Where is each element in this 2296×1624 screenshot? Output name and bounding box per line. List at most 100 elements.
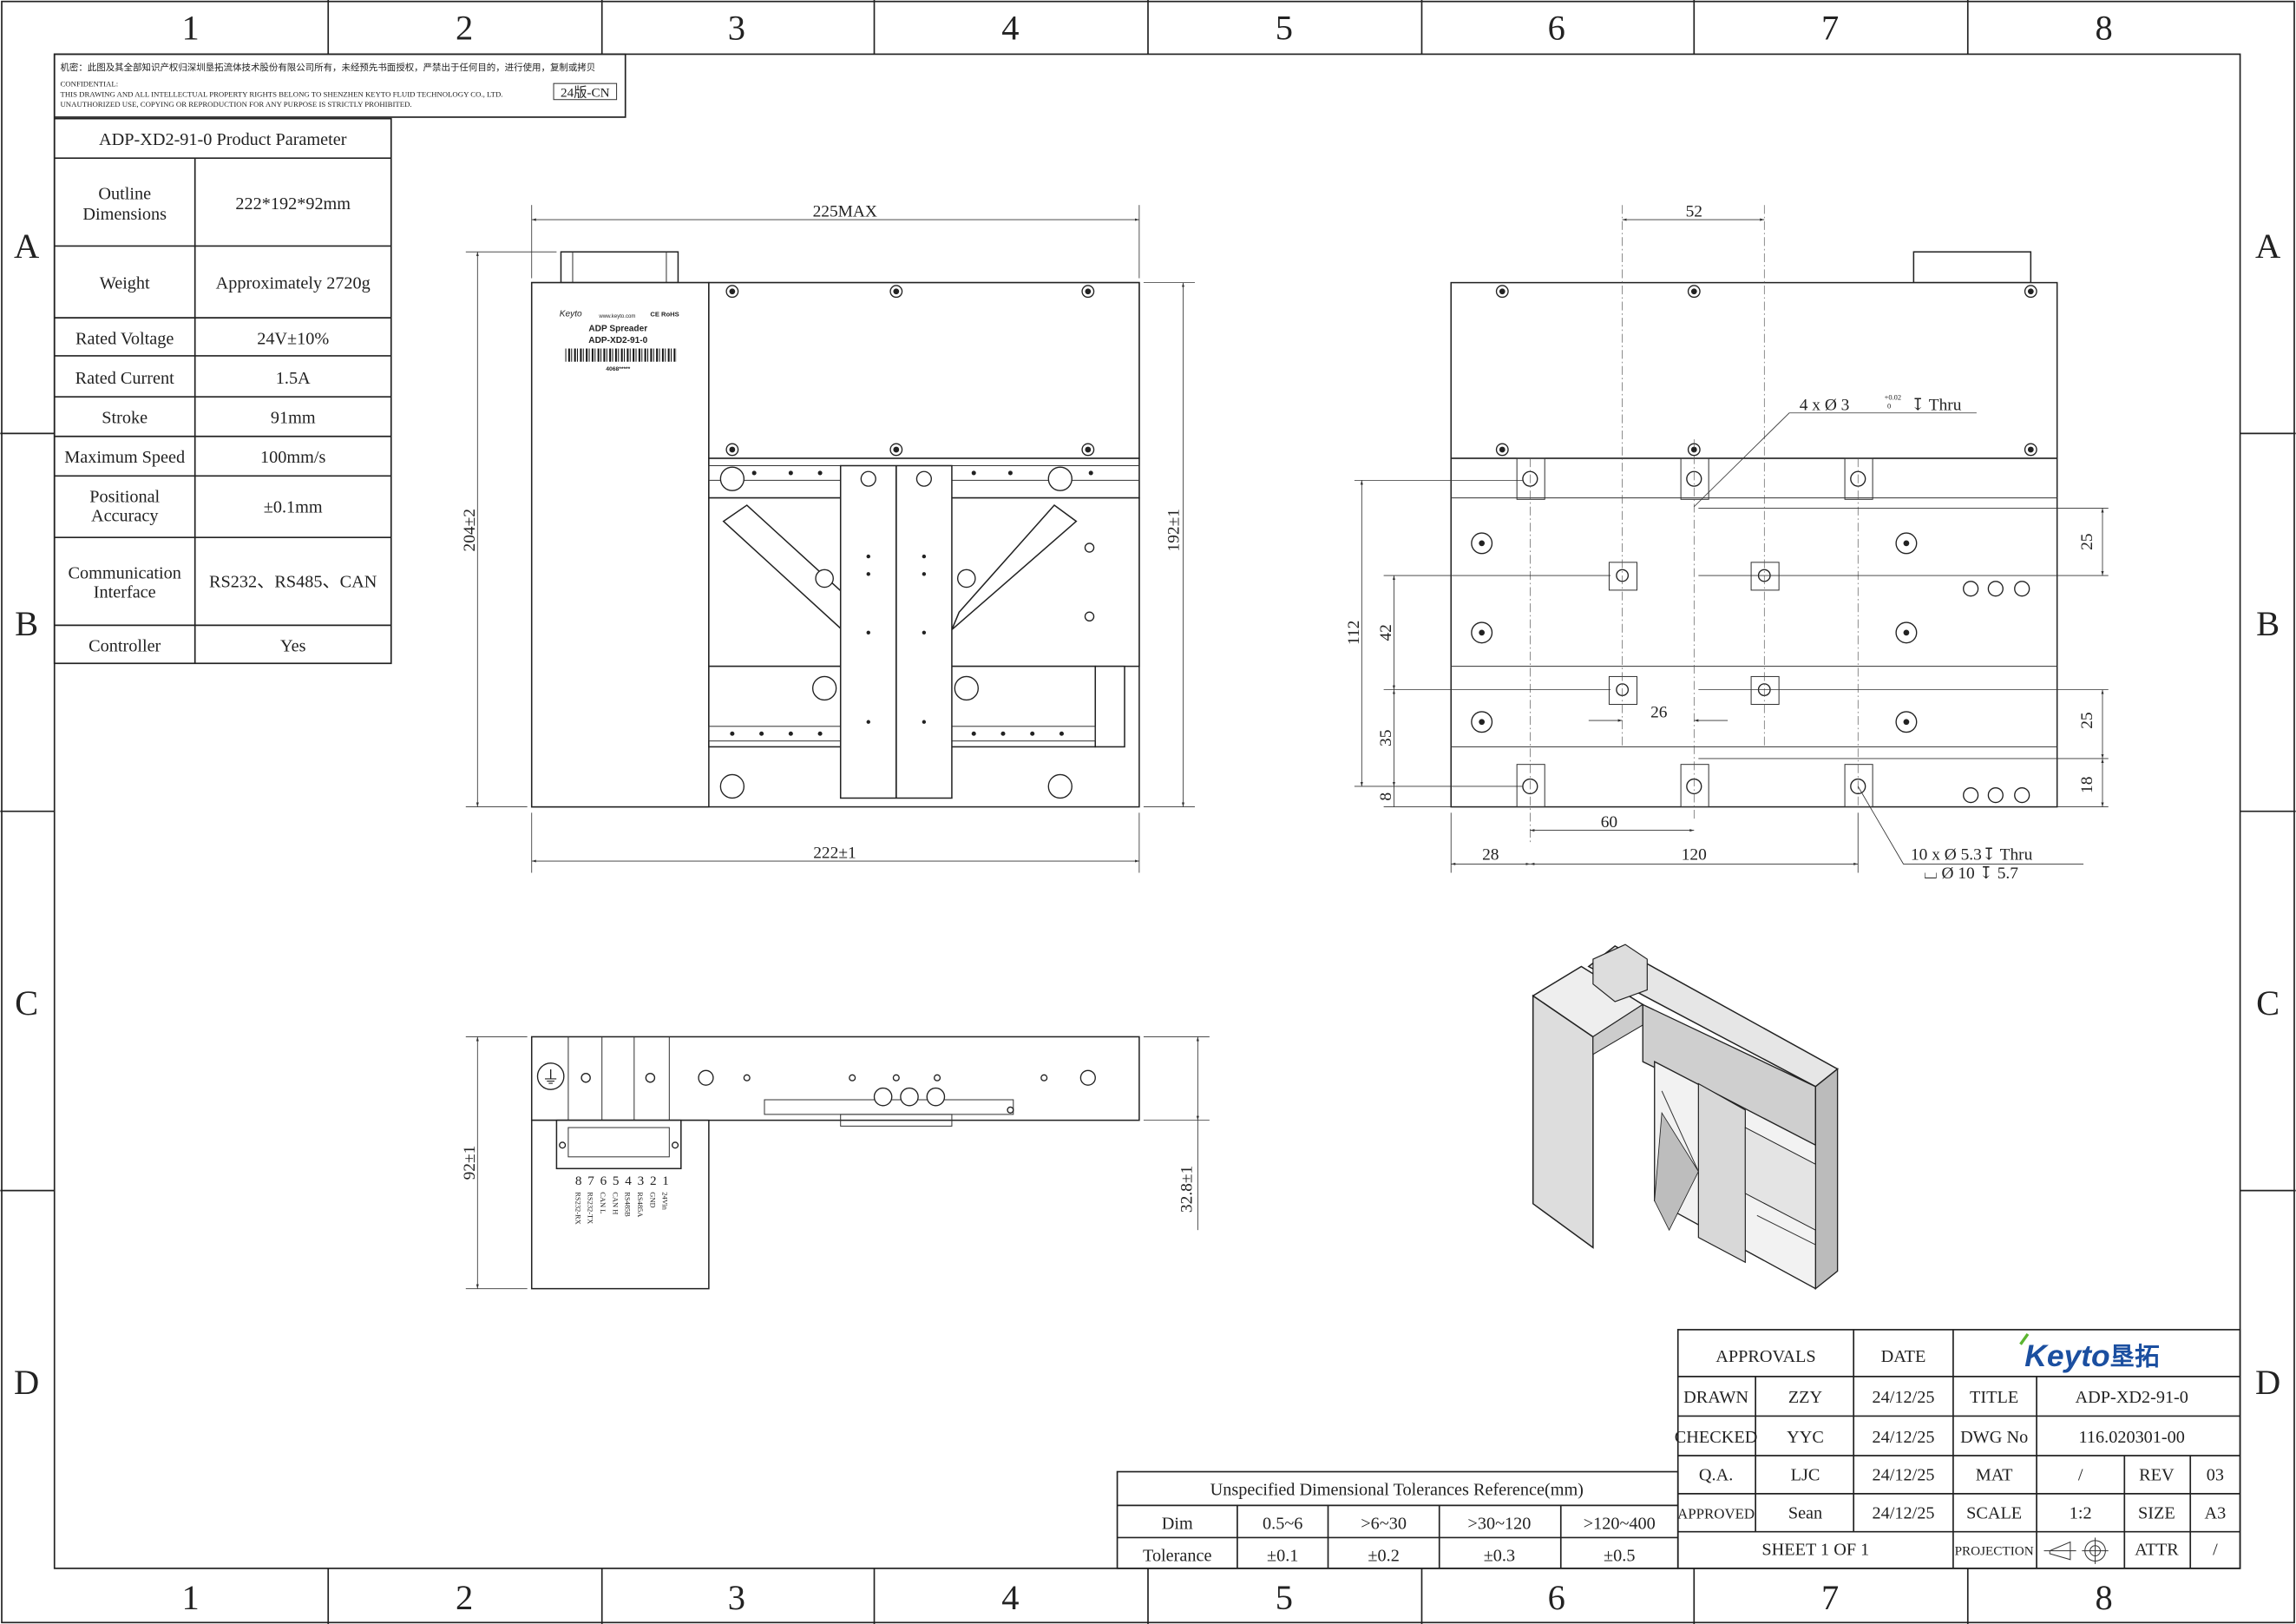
zone-col-3: 3 <box>728 9 745 48</box>
tolerance-value: ±0.3 <box>1484 1546 1515 1565</box>
label-model: ADP-XD2-91-0 <box>588 336 647 345</box>
tolerance-range: >30~120 <box>1467 1514 1531 1533</box>
role-drawn: DRAWN <box>1683 1388 1748 1407</box>
param-label: Rated Voltage <box>75 329 174 348</box>
projection-label: PROJECTION <box>1955 1544 2034 1559</box>
zone-row-b: B <box>15 604 38 643</box>
pin-hole-suffix: ↧ Thru <box>1911 396 1962 414</box>
zone-col-5-bottom: 5 <box>1276 1578 1293 1617</box>
confidential-chinese: 机密：此图及其全部知识产权归深圳垦拓流体技术股份有限公司所有，未经预先书面授权，… <box>60 62 595 73</box>
rev-label: REV <box>2139 1466 2175 1485</box>
zone-col-5: 5 <box>1276 9 1293 48</box>
param-label: Weight <box>100 273 150 293</box>
date-checked: 24/12/25 <box>1873 1428 1935 1447</box>
confidential-heading: CONFIDENTIAL: <box>60 80 118 89</box>
confidential-notice: 机密：此图及其全部知识产权归深圳垦拓流体技术股份有限公司所有，未经预先书面授权，… <box>53 53 626 118</box>
size-label: SIZE <box>2138 1504 2175 1523</box>
size-value: A3 <box>2205 1504 2227 1523</box>
param-label: Communication <box>69 563 181 582</box>
zone-col-3-bottom: 3 <box>728 1578 745 1617</box>
pin-signal: RS485A <box>636 1192 645 1218</box>
pin-numbers: 8 7 6 5 4 3 2 1 <box>575 1174 669 1188</box>
barcode <box>565 348 677 362</box>
mount-hole-callout: 10 x Ø 5.3↧ Thru <box>1911 845 2033 864</box>
zone-col-6-bottom: 6 <box>1548 1578 1565 1617</box>
pin-number: 7 <box>587 1174 594 1188</box>
pin-number: 5 <box>613 1174 620 1188</box>
tolerance-tol-label: Tolerance <box>1143 1546 1211 1565</box>
keyto-logo: Keyto 垦拓 <box>2019 1332 2160 1373</box>
pin-signal: RS232-TX <box>587 1192 595 1224</box>
ground-icon: ⏚ <box>542 1068 560 1088</box>
pin-signals: RS232-RX RS232-TX CAN L CAN H RS485B RS4… <box>574 1192 669 1224</box>
zone-row-c-right: C <box>2256 983 2280 1022</box>
parameter-table-title: ADP-XD2-91-0 Product Parameter <box>99 130 347 149</box>
zone-row-b-right: B <box>2256 604 2280 643</box>
param-label: Positional <box>89 488 160 507</box>
name-qa: LJC <box>1791 1466 1820 1485</box>
param-value: 91mm <box>271 409 316 428</box>
mat-label: MAT <box>1976 1466 2013 1485</box>
zone-col-4-bottom: 4 <box>1001 1578 1019 1617</box>
pin-signal: RS485B <box>624 1192 633 1217</box>
date-drawn: 24/12/25 <box>1873 1388 1935 1407</box>
pin-signal: RS232-RX <box>574 1192 582 1224</box>
param-value: 100mm/s <box>260 448 325 467</box>
dim-225max: 225MAX <box>813 203 877 221</box>
tolerance-table: Unspecified Dimensional Tolerances Refer… <box>1116 1470 1679 1569</box>
zone-col-6: 6 <box>1548 9 1565 48</box>
zone-col-2: 2 <box>456 9 473 48</box>
dim-192: 192±1 <box>1164 509 1183 551</box>
role-approved: APPROVED <box>1677 1506 1755 1522</box>
dim-204: 204±2 <box>461 509 479 551</box>
dim-8: 8 <box>1377 792 1395 801</box>
connector <box>555 1119 682 1170</box>
zone-col-8-bottom: 8 <box>2096 1578 2113 1617</box>
mat-value: / <box>2078 1466 2083 1485</box>
version-badge: 24版-CN <box>561 85 610 100</box>
pin-hole-tol-upper: +0.02 <box>1885 393 1902 402</box>
dim-42: 42 <box>1377 624 1395 641</box>
param-label: Stroke <box>102 409 148 428</box>
name-approved: Sean <box>1788 1504 1822 1523</box>
name-drawn: ZZY <box>1788 1388 1823 1407</box>
product-label: Keyto www.keyto.com CE RoHS ADP Spreader… <box>560 309 679 371</box>
tolerance-value: ±0.2 <box>1368 1546 1399 1565</box>
rev-value: 03 <box>2207 1466 2224 1485</box>
dim-26: 26 <box>1650 704 1668 722</box>
zone-col-7-bottom: 7 <box>1821 1578 1839 1617</box>
zone-col-8: 8 <box>2096 9 2113 48</box>
attr-value: / <box>2213 1541 2218 1560</box>
tolerance-value: ±0.1 <box>1267 1546 1298 1565</box>
dim-28: 28 <box>1482 845 1499 864</box>
pin-number: 1 <box>662 1174 669 1188</box>
param-label: Rated Current <box>75 369 174 388</box>
dim-25-lower: 25 <box>2078 712 2096 728</box>
role-qa: Q.A. <box>1699 1466 1733 1485</box>
pin-hole-tol-lower: 0 <box>1887 402 1891 411</box>
zone-col-1-bottom: 1 <box>182 1578 200 1617</box>
tolerance-title: Unspecified Dimensional Tolerances Refer… <box>1210 1481 1584 1500</box>
date-approved: 24/12/25 <box>1873 1504 1935 1523</box>
tolerance-range: 0.5~6 <box>1263 1514 1302 1533</box>
zone-col-1: 1 <box>182 9 200 48</box>
front-view: Keyto www.keyto.com CE RoHS ADP Spreader… <box>461 203 1195 873</box>
pin-number: 8 <box>575 1174 582 1188</box>
role-checked: CHECKED <box>1675 1428 1758 1447</box>
zone-row-c: C <box>15 983 38 1022</box>
label-serial: 4068***** <box>606 366 630 372</box>
parameter-table: ADP-XD2-91-0 Product Parameter Outline D… <box>53 117 392 665</box>
sheet-count: SHEET 1 OF 1 <box>1761 1541 1869 1560</box>
dim-25-upper: 25 <box>2078 534 2096 550</box>
param-value: RS232、RS485、CAN <box>209 573 377 592</box>
param-label: Interface <box>94 582 156 602</box>
dim-35: 35 <box>1377 730 1395 746</box>
label-url: www.keyto.com <box>598 314 635 319</box>
title-block: APPROVALS DATE Keyto 垦拓 DRAWN ZZY 24/12/… <box>1675 1329 2241 1569</box>
zone-row-a-right: A <box>2255 227 2280 266</box>
dim-92: 92±1 <box>461 1146 479 1180</box>
dim-52: 52 <box>1686 203 1702 221</box>
pin-signal: GND <box>648 1192 657 1207</box>
dim-60: 60 <box>1601 813 1617 832</box>
